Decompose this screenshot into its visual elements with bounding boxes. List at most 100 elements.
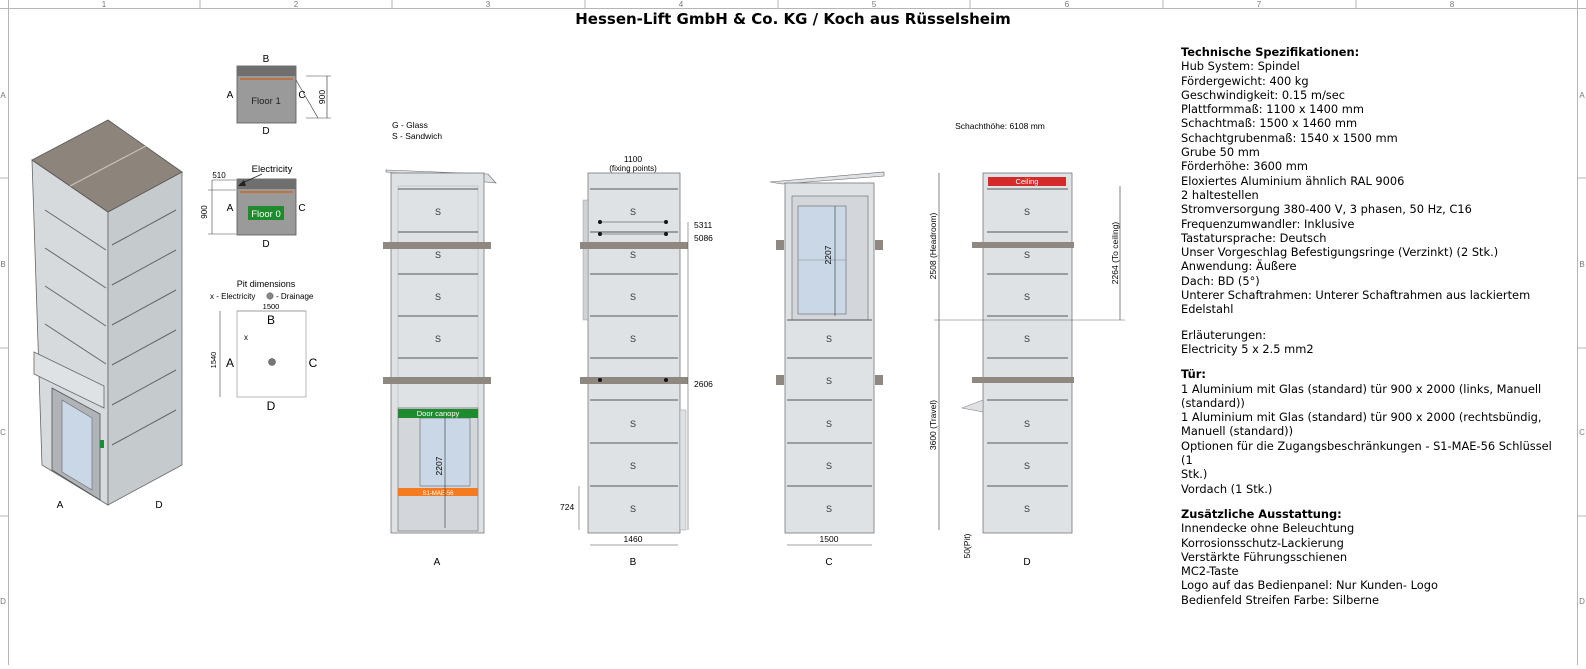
view-b-dim-5086: 5086: [694, 233, 713, 243]
pit-side-d: D: [267, 399, 276, 413]
pit-legend-electricity: x - Electricity: [210, 292, 255, 301]
door-line: Manuell (standard)): [1181, 424, 1294, 439]
spec-line: Unterer Schaftrahmen: Unterer Schaftrahm…: [1181, 288, 1531, 303]
shaft-height-label: Schachthöhe: 6108 mm: [955, 121, 1045, 131]
view-c-label: C: [825, 557, 832, 568]
extras-list: Innendecke ohne Beleuchtung Korrosionssc…: [1181, 521, 1561, 607]
spec-line: Dach: BD (5°): [1181, 273, 1260, 288]
spec-line: 2 haltestellen: [1181, 187, 1259, 202]
panel-markers: S S S S S S S S S S S S S S S S S S S S …: [435, 207, 1030, 514]
panel-letter: S: [630, 292, 636, 302]
view-b-width: 1460: [624, 534, 643, 544]
panel-letter: S: [435, 334, 441, 344]
extra-line: Verstärkte Führungsschienen: [1181, 549, 1348, 564]
elevation-view-a: Door canopy S1-MAE-56 2207 A: [383, 169, 497, 568]
pit-side-a: A: [226, 356, 234, 370]
panel-letter: S: [1024, 334, 1030, 344]
headroom-dim: 2508 (Headroom): [928, 213, 938, 280]
floor0-electricity-label: Electricity: [252, 164, 293, 175]
floor0-dim-900: 900: [200, 205, 209, 219]
extras-header: Zusätzliche Ausstattung:: [1181, 506, 1342, 521]
lock-label: S1-MAE-56: [422, 491, 454, 497]
grid-row-label: A: [0, 91, 6, 100]
fixing-points-sub: (fixing points): [609, 164, 657, 173]
panel-letter: S: [630, 334, 636, 344]
grid-row-label: D: [1579, 597, 1585, 606]
spec-line: Grube 50 mm: [1181, 145, 1260, 160]
material-legend: G - Glass S - Sandwich: [392, 120, 442, 141]
pit-depth-dim: 1540: [209, 352, 218, 369]
grid-row-label: B: [0, 260, 5, 269]
view-c-door-height: 2207: [823, 245, 833, 264]
elevation-view-c: 2207 1500 C: [769, 171, 885, 568]
fixing-points-dim: 1100: [624, 154, 643, 164]
extra-line: Innendecke ohne Beleuchtung: [1181, 521, 1355, 536]
panel-letter: S: [826, 419, 832, 429]
notes-line: Electricity 5 x 2.5 mm2: [1181, 341, 1314, 356]
panel-letter: S: [435, 250, 441, 260]
grid-row-label: D: [0, 597, 6, 606]
panel-letter: S: [1024, 461, 1030, 471]
floor1-side-d: D: [262, 126, 269, 137]
door-line: 1 Aluminium mit Glas (standard) tür 900 …: [1181, 381, 1542, 396]
floor1-side-b: B: [263, 54, 270, 65]
travel-dim: 3600 (Travel): [928, 400, 938, 450]
view-a-label: A: [434, 557, 441, 568]
view-b-dim-724: 724: [560, 502, 574, 512]
extra-line: Korrosionsschutz-Lackierung: [1181, 535, 1344, 550]
grid-row-label: C: [1579, 428, 1585, 437]
spec-line: Edelstahl: [1181, 302, 1234, 317]
spec-line: Hub System: Spindel: [1181, 59, 1300, 74]
panel-letter: S: [1024, 292, 1030, 302]
panel-letter: S: [630, 250, 636, 260]
panel-letter: S: [1024, 250, 1030, 260]
spec-panel: Technische Spezifikationen: Hub System: …: [1181, 45, 1561, 607]
grid-column-labels: 1 2 3 4 5 6 7 8: [102, 0, 1455, 9]
panel-letter: S: [435, 292, 441, 302]
legend-glass: G - Glass: [392, 120, 428, 130]
grid-row-labels: A B C D A B C D: [0, 91, 1585, 606]
spec-line: Geschwindigkeit: 0.15 m/sec: [1181, 87, 1345, 102]
floor1-side-a: A: [227, 90, 234, 101]
view-c-width: 1500: [820, 534, 839, 544]
floor1-side-c: C: [298, 90, 305, 101]
spec-line: Stromversorgung 380-400 V, 3 phasen, 50 …: [1181, 202, 1472, 217]
panel-letter: S: [630, 461, 636, 471]
grid-col-label: 7: [1257, 0, 1262, 9]
floor0-plan: Floor 0 Electricity 510 900 A C D: [200, 164, 306, 250]
iso-label-d: D: [155, 500, 162, 511]
floor1-label: Floor 1: [251, 96, 281, 107]
pit-side-c: C: [309, 356, 318, 370]
grid-col-label: 1: [102, 0, 107, 9]
view-b-dim-5311: 5311: [694, 220, 713, 230]
spec-line: Schachtmaß: 1500 x 1460 mm: [1181, 116, 1358, 131]
grid-col-label: 8: [1450, 0, 1455, 9]
floor0-side-c: C: [298, 203, 305, 214]
ceiling-label: Ceiling: [1016, 177, 1039, 186]
floor0-dim-510: 510: [212, 171, 226, 180]
door-list: 1 Aluminium mit Glas (standard) tür 900 …: [1181, 382, 1561, 496]
iso-label-a: A: [57, 500, 64, 511]
door-line: Optionen für die Zugangsbeschränkungen -…: [1181, 438, 1552, 468]
panel-letter: S: [826, 334, 832, 344]
tech-spec-header: Technische Spezifikationen:: [1181, 45, 1360, 59]
floor0-side-a: A: [227, 203, 234, 214]
floor1-plan: Floor 1 B A C D 900: [227, 54, 331, 137]
door-line: (standard)): [1181, 395, 1245, 410]
isometric-lift-view: A D: [31, 119, 183, 511]
extra-line: MC2-Taste: [1181, 564, 1239, 579]
door-canopy-label: Door canopy: [417, 409, 460, 418]
panel-letter: S: [1024, 419, 1030, 429]
elevation-view-d: Ceiling 2508 (Headroom) 2264 (To ceiling…: [928, 172, 1125, 568]
panel-letter: S: [1024, 504, 1030, 514]
panel-letter: S: [826, 461, 832, 471]
grid-col-label: 3: [486, 0, 491, 9]
pit-dimensions: Pit dimensions x - Electricity - Drainag…: [209, 279, 318, 413]
panel-letter: S: [630, 207, 636, 217]
pit-dim: 50(Pit): [962, 533, 972, 558]
panel-letter: S: [630, 504, 636, 514]
view-b-dim-2606: 2606: [694, 379, 713, 389]
grid-col-label: 5: [872, 0, 877, 9]
